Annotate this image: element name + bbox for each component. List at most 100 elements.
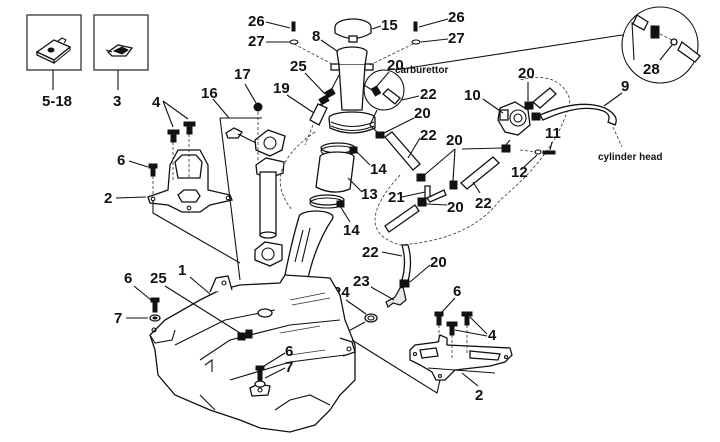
callout-13[interactable]: 13	[347, 177, 378, 203]
callout-6-left[interactable]: 6	[117, 152, 149, 169]
callout-7-tank-front[interactable]: 7	[264, 359, 293, 379]
carburettor-detail[interactable]	[363, 69, 405, 111]
filter-detail[interactable]	[621, 6, 701, 84]
callout-label: 22	[362, 244, 379, 261]
clip-tap[interactable]	[399, 279, 410, 288]
hose-b[interactable]	[384, 131, 421, 171]
hose-clamp-lower[interactable]	[309, 194, 345, 209]
callout-12[interactable]: 12	[511, 154, 538, 181]
callout-label: 14	[343, 222, 360, 239]
callout-label: 5-18	[42, 93, 72, 110]
callout-22-c[interactable]: 22	[472, 181, 492, 212]
callout-label: 26	[248, 13, 265, 30]
callout-label: 27	[248, 33, 265, 50]
filler-sleeve[interactable]	[315, 151, 355, 193]
callout-8[interactable]: 8	[312, 28, 338, 52]
callout-20-t[interactable]: 20	[425, 199, 464, 216]
fuel-tank[interactable]	[149, 274, 356, 433]
fuel-tap[interactable]	[385, 286, 407, 308]
callout-label: 21	[388, 189, 405, 206]
inset-box-5-18[interactable]: 5-18	[26, 14, 82, 110]
callout-15[interactable]: 15	[371, 17, 398, 34]
callout-label: 20	[387, 57, 404, 74]
callout-22-b[interactable]: 22	[407, 127, 437, 159]
callout-1[interactable]: 1	[178, 262, 211, 295]
callout-9[interactable]: 9	[603, 78, 629, 107]
clamp-lower[interactable]	[237, 329, 253, 341]
callout-label: 7	[285, 359, 293, 376]
callout-11[interactable]: 11	[545, 125, 561, 151]
callout-28[interactable]: 28	[643, 44, 673, 78]
callout-25-upper[interactable]: 25	[290, 58, 326, 95]
callout-14-lower[interactable]: 14	[339, 205, 360, 239]
pump-screw[interactable]	[534, 149, 556, 155]
screw-right[interactable]	[411, 21, 421, 45]
callout-6-tank-front[interactable]: 6	[263, 343, 293, 367]
callout-label: 20	[414, 105, 431, 122]
callout-label: 25	[150, 270, 167, 287]
callout-6-right[interactable]: 6	[441, 283, 461, 313]
callout-23[interactable]: 23	[353, 273, 395, 301]
callout-26-right[interactable]: 26	[418, 9, 465, 28]
clip-pump-top[interactable]	[524, 87, 557, 121]
clamp-upper[interactable]	[318, 87, 336, 106]
callout-6-tank-left[interactable]: 6	[124, 270, 152, 301]
callout-20-carb[interactable]: 20	[376, 57, 404, 87]
callout-22-carb[interactable]: 22	[401, 86, 437, 103]
callout-2-right[interactable]: 2	[461, 372, 483, 404]
hose-c-lower[interactable]	[384, 204, 420, 233]
bolt-icon	[148, 121, 196, 177]
callout-4-left[interactable]: 4	[152, 94, 189, 128]
callout-20-tap[interactable]: 20	[409, 254, 447, 283]
callout-27-left[interactable]: 27	[248, 33, 290, 50]
callout-label: 14	[370, 161, 387, 178]
callout-label: 20	[430, 254, 447, 271]
filler-cap[interactable]	[334, 18, 372, 43]
fuel-level-sender[interactable]	[225, 127, 286, 267]
callout-7-tank-left[interactable]: 7	[114, 310, 148, 327]
callout-25-lower[interactable]: 25	[150, 270, 241, 334]
callout-20-mid[interactable]: 20	[421, 132, 503, 182]
clip-a[interactable]	[375, 131, 385, 139]
hose-d[interactable]	[401, 244, 412, 282]
callout-27-right[interactable]: 27	[420, 30, 465, 47]
callout-label: 6	[453, 283, 461, 300]
inset-box-3[interactable]: 3	[93, 14, 149, 110]
speed-nut-icon	[105, 44, 134, 57]
callout-17[interactable]: 17	[234, 66, 263, 160]
callout-label: 6	[124, 270, 132, 287]
callout-label: 10	[464, 87, 481, 104]
callout-2-left[interactable]: 2	[104, 190, 147, 207]
spring-clip-nut-icon	[35, 37, 72, 65]
screw-left[interactable]	[289, 21, 299, 45]
tap-clamp[interactable]	[364, 313, 378, 323]
callout-label: 2	[475, 387, 483, 404]
callout-label: 22	[420, 127, 437, 144]
callout-22-d[interactable]: 22	[362, 244, 403, 261]
callout-label: 8	[312, 28, 320, 45]
callout-14-upper[interactable]: 14	[356, 151, 387, 178]
callout-19[interactable]: 19	[273, 80, 315, 114]
bracket-left[interactable]	[147, 149, 233, 213]
callout-26-left[interactable]: 26	[248, 13, 291, 30]
callout-20-a[interactable]: 20	[383, 105, 431, 134]
t-fitting[interactable]	[416, 173, 447, 207]
clips-mid[interactable]	[449, 144, 511, 190]
vent-hose[interactable]	[309, 103, 328, 126]
filler-neck[interactable]	[319, 46, 376, 134]
callout-label: 12	[511, 164, 528, 181]
callout-label: 17	[234, 66, 251, 83]
bracket-right[interactable]	[409, 334, 513, 381]
callout-label: 27	[448, 30, 465, 47]
callout-20-pump[interactable]: 20	[518, 65, 535, 101]
callout-21[interactable]: 21	[388, 189, 426, 206]
vacuum-hose[interactable]	[539, 103, 617, 126]
fuel-pump[interactable]	[497, 101, 531, 136]
callout-10[interactable]: 10	[464, 87, 504, 114]
callout-16[interactable]: 16	[201, 85, 262, 281]
nut-icon	[253, 102, 263, 112]
bolt-tank-left[interactable]	[149, 297, 161, 322]
bolt-tank-front[interactable]	[254, 365, 266, 388]
bolt-icon	[434, 311, 473, 336]
callout-4-right[interactable]: 4	[454, 316, 497, 344]
